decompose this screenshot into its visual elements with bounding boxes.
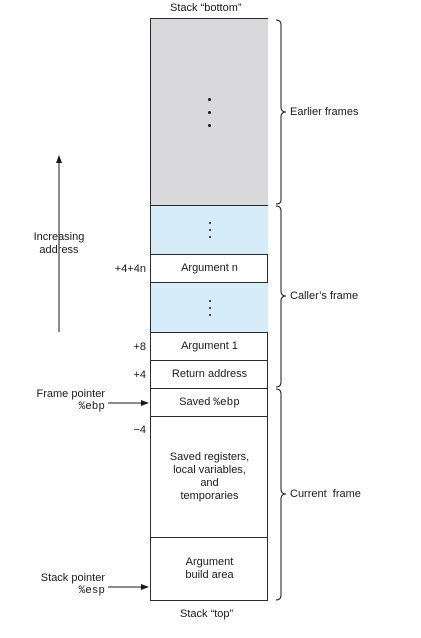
saved-registers-line: Saved registers,: [169, 451, 250, 463]
argument-line: Argument: [185, 556, 234, 568]
caller-dots-upper: [151, 205, 268, 255]
stack-bottom-title: Stack “bottom”: [170, 2, 242, 14]
saved-registers-cell: Saved registers, local variables, and te…: [151, 417, 268, 538]
offset-arg-n: +4+4n: [114, 263, 146, 275]
ellipsis-dots: [208, 97, 211, 127]
and-line: and: [200, 477, 219, 489]
offset-arg-1: +8: [133, 341, 146, 353]
local-variables-line: local variables,: [173, 464, 246, 476]
build-area-line: build area: [185, 569, 234, 581]
caller-dots-lower: [151, 283, 268, 333]
argument-1-label: Argument 1: [181, 340, 238, 352]
offset-ret: +4: [133, 369, 146, 381]
saved-ebp-label: Saved %ebp: [179, 395, 240, 409]
increasing-address-label: Increasing address: [33, 231, 85, 256]
temporaries-line: temporaries: [180, 490, 239, 502]
offset-saved: −4: [133, 424, 146, 436]
return-address-cell: Return address: [151, 361, 268, 389]
earlier-frames-block: [151, 19, 268, 206]
stack-top-title: Stack “top”: [180, 608, 234, 620]
saved-ebp-cell: Saved %ebp: [151, 389, 268, 417]
current-frame-label: Current frame: [290, 488, 361, 500]
callers-frame-label: Caller’s frame: [290, 290, 359, 302]
argument-n-label: Argument n: [181, 262, 238, 274]
stack-pointer-label: Stack pointer %esp: [40, 572, 105, 597]
argument-build-area-cell: Argument build area: [151, 538, 268, 600]
argument-1-cell: Argument 1: [151, 333, 268, 361]
frame-pointer-label: Frame pointer %ebp: [36, 388, 105, 413]
return-address-label: Return address: [171, 368, 248, 380]
earlier-frames-label: Earlier frames: [290, 106, 359, 118]
argument-n-cell: Argument n: [151, 255, 268, 283]
